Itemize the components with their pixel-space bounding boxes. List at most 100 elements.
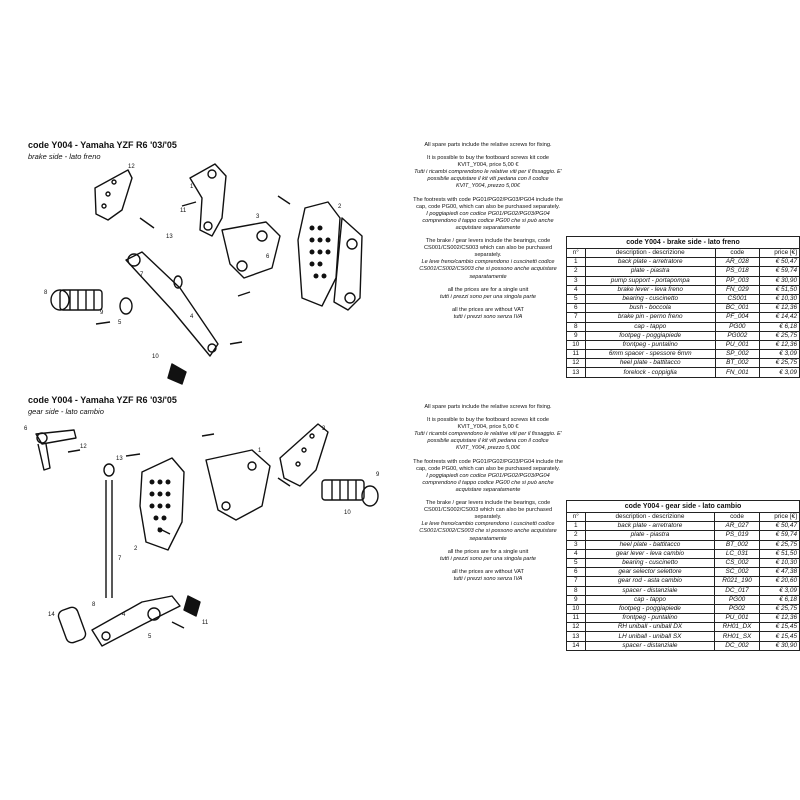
col-description: description - descrizione <box>584 247 716 259</box>
part-price: € 6,18 <box>758 594 800 605</box>
brake-callout: 13 <box>166 234 173 240</box>
part-description: cap - tappo <box>584 594 716 605</box>
brake-callout: 12 <box>128 164 135 170</box>
part-number: 5 <box>566 557 586 569</box>
gear-callout-labels: 6 12 13 7 2 1 3 9 10 14 4 5 11 8 <box>24 426 380 640</box>
gear-callout: 11 <box>202 620 209 626</box>
part-code: CS_002 <box>714 557 760 569</box>
part-code: BC_001 <box>714 303 760 314</box>
part-price: € 3,09 <box>758 367 800 378</box>
brake-callout: 4 <box>190 314 194 320</box>
part-code: SP_002 <box>714 349 760 360</box>
part-price: € 3,09 <box>758 585 800 596</box>
gear-callout: 12 <box>80 444 87 450</box>
brake-callout-labels: 12 1 11 13 3 6 4 8 9 5 10 2 7 <box>44 164 342 360</box>
gear-callout: 7 <box>118 556 122 562</box>
part-price: € 12,36 <box>758 339 800 351</box>
part-code: LC_031 <box>714 548 760 559</box>
part-number: 13 <box>566 367 586 378</box>
part-description: back plate - arretratore <box>584 521 716 532</box>
part-description: plate - piastra <box>584 266 716 277</box>
brake-callout: 8 <box>44 290 48 296</box>
brake-title: code Y004 - Yamaha YZF R6 '03/'05 <box>28 140 177 150</box>
brake-callout: 5 <box>118 320 122 326</box>
gear-callout: 6 <box>24 426 28 432</box>
part-code: DC_002 <box>714 640 760 651</box>
part-description: forelock - coppiglia <box>584 367 716 378</box>
part-code: PS_018 <box>714 266 760 277</box>
part-number: 2 <box>566 266 586 277</box>
part-code: AR_028 <box>714 257 760 268</box>
part-price: € 10,30 <box>758 557 800 569</box>
part-price: € 59,74 <box>758 530 800 541</box>
part-description: bearing - cuscinetto <box>584 293 716 305</box>
brake-callout: 7 <box>140 272 144 278</box>
gear-table-caption: code Y004 - gear side - lato cambio <box>566 500 800 512</box>
part-number: 10 <box>566 603 586 615</box>
part-description: frontpeg - puntalino <box>584 339 716 351</box>
part-code: CS001 <box>714 293 760 305</box>
gear-notes: All spare parts include the relative scr… <box>413 404 563 582</box>
part-code: PG002 <box>714 330 760 341</box>
part-code: PU_001 <box>714 339 760 351</box>
part-price: € 25,75 <box>758 603 800 615</box>
part-number: 3 <box>566 275 586 286</box>
part-description: spacer - distanziale <box>584 585 716 596</box>
part-price: € 6,18 <box>758 321 800 332</box>
part-code: PG00 <box>714 594 760 605</box>
part-number: 4 <box>566 548 586 559</box>
col-number: n° <box>566 511 586 523</box>
part-description: brake pin - perno freno <box>584 312 716 323</box>
col-description: description - descrizione <box>584 511 716 523</box>
gear-callout: 13 <box>116 456 123 462</box>
part-description: gear selector selettore <box>584 567 716 578</box>
brake-callout: 6 <box>266 254 270 260</box>
part-number: 3 <box>566 539 586 550</box>
part-code: PG02 <box>714 603 760 615</box>
part-price: € 50,47 <box>758 521 800 532</box>
part-price: € 10,30 <box>758 293 800 305</box>
part-number: 7 <box>566 312 586 323</box>
brake-callout: 3 <box>256 214 260 220</box>
part-code: RH01_SX <box>714 631 760 642</box>
part-number: 14 <box>566 640 586 651</box>
part-code: R021_190 <box>714 576 760 587</box>
part-number: 12 <box>566 358 586 369</box>
part-description: heel plate - battitacco <box>584 358 716 369</box>
part-description: LH uniball - uniball SX <box>584 631 716 642</box>
part-code: DC_017 <box>714 585 760 596</box>
brake-callout: 10 <box>152 354 159 360</box>
part-description: 6mm spacer - spessore 6mm <box>584 349 716 360</box>
gear-title: code Y004 - Yamaha YZF R6 '03/'05 <box>28 395 177 405</box>
part-description: brake lever - leva freno <box>584 284 716 295</box>
col-price: price [€] <box>758 247 800 259</box>
gear-callout: 2 <box>134 546 138 552</box>
part-number: 9 <box>566 594 586 605</box>
part-description: footpeg - poggiapiede <box>584 330 716 341</box>
part-number: 2 <box>566 530 586 541</box>
col-code: code <box>714 247 760 259</box>
gear-callout: 3 <box>322 426 326 432</box>
part-number: 9 <box>566 330 586 341</box>
part-price: € 25,75 <box>758 358 800 369</box>
